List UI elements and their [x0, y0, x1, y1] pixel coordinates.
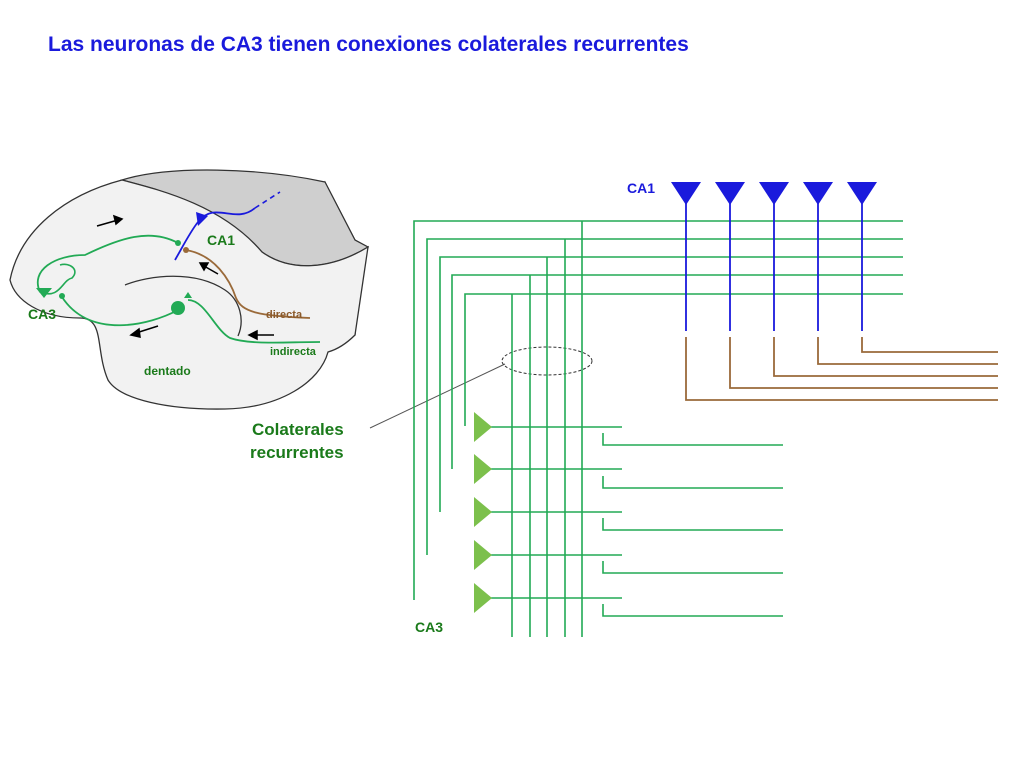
ca3-synapse-dot [59, 293, 65, 299]
schaffer-collaterals [413, 220, 903, 600]
ca3-neuron-2 [474, 454, 492, 484]
ca1-neuron-4 [803, 182, 833, 205]
ca1-dendrites [685, 200, 863, 331]
collaterals-ellipse [501, 346, 593, 376]
hippocampus-schematic: CA1 CA3 dentado directa indirecta [9, 169, 370, 410]
ca1-axon-dashed [254, 191, 281, 209]
ca3-neuron-3 [474, 497, 492, 527]
ca1-neurons [671, 182, 877, 205]
ca1-neuron-3 [759, 182, 789, 205]
collaterals-label-line1: Colaterales [252, 420, 344, 439]
ca3-neuron-5 [474, 583, 492, 613]
hippo-ca1-label: CA1 [207, 232, 235, 248]
dentate-curve [124, 275, 242, 337]
direct-path-inputs [685, 337, 998, 401]
dentate-label: dentado [144, 364, 191, 378]
ca3-neuron-1 [474, 412, 492, 442]
dentate-granule-soma [171, 301, 185, 315]
ca3-neurons [474, 412, 492, 613]
indirect-path [187, 299, 321, 344]
ca3-soma-triangle [36, 288, 52, 298]
ca1-neuron-2 [715, 182, 745, 205]
ca1-neuron-1 [671, 182, 701, 205]
callout-pointer [369, 363, 506, 429]
ca1-soma-triangle [196, 212, 208, 226]
ca1-synapse-dot [175, 240, 181, 246]
direct-label: directa [266, 309, 303, 321]
circuit-diagram: CA1 CA3 [413, 180, 998, 637]
recurrent-collateral-verticals [511, 221, 583, 637]
hippo-ca3-label: CA3 [28, 306, 56, 322]
ca3-loop-path [39, 263, 76, 295]
direction-arrows [96, 214, 274, 341]
collaterals-label-line2: recurrentes [250, 443, 344, 462]
direct-path [185, 249, 311, 319]
circuit-ca1-label: CA1 [627, 180, 655, 196]
circuit-ca3-label: CA3 [415, 619, 443, 635]
granule-dendrite-tip [184, 292, 192, 298]
ca3-dendrite-lines [488, 426, 622, 599]
collaterals-callout: Colaterales recurrentes [250, 346, 593, 462]
mossy-fiber-path [61, 296, 179, 327]
direct-synapse-dot [183, 247, 189, 253]
ca3-neuron-4 [474, 540, 492, 570]
indirect-label: indirecta [270, 346, 317, 358]
mossy-fiber-inputs [602, 433, 783, 617]
page-title: Las neuronas de CA3 tienen conexiones co… [48, 33, 689, 56]
ca3-collateral-path [37, 234, 179, 293]
ca1-dendrite [174, 221, 199, 261]
ca1-neuron-5 [847, 182, 877, 205]
